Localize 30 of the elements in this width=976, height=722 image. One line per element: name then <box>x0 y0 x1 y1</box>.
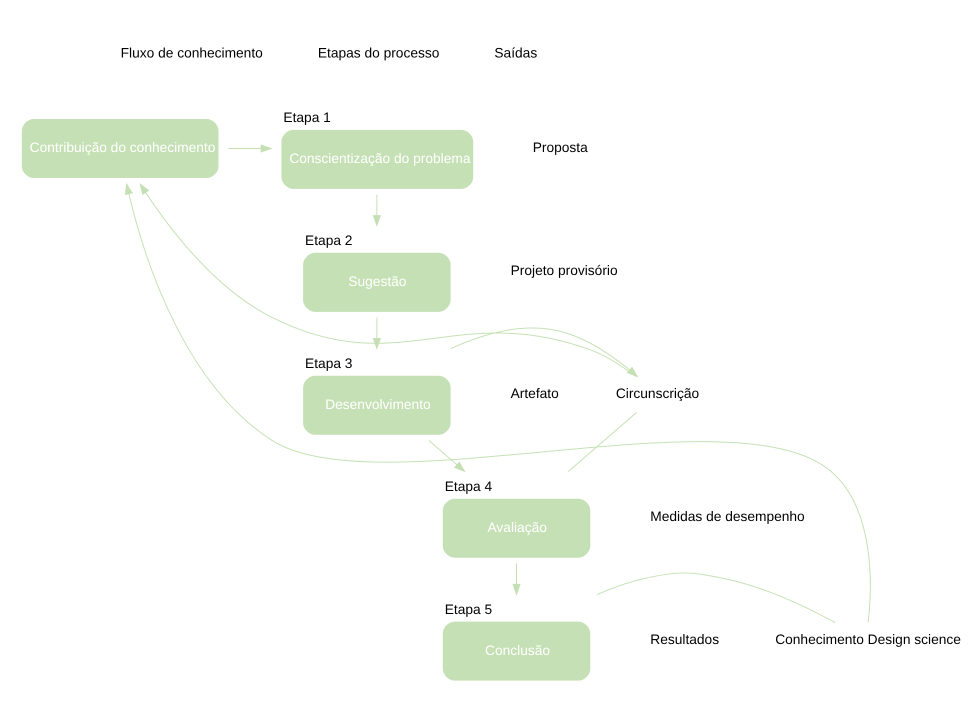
node-label: Etapa 1 <box>283 110 331 126</box>
arrow <box>228 144 273 153</box>
arrow <box>512 562 521 596</box>
label: Proposta <box>532 140 588 156</box>
label: Artefato <box>510 386 559 402</box>
label: Etapas do processo <box>318 45 440 60</box>
node-text: Circunscrição <box>616 386 700 402</box>
node-label: Etapa 5 <box>444 602 492 617</box>
node-label: Etapa 4 <box>444 479 492 494</box>
label: Medidas de desempenho <box>650 509 805 524</box>
node-text: Conhecimento Design science <box>775 632 961 647</box>
node-box: Contribuição do conhecimento <box>22 119 218 178</box>
label: Resultados <box>650 632 720 647</box>
node-box: Conscientização do problema <box>281 130 474 189</box>
arrow <box>428 440 466 472</box>
arrow <box>139 182 636 378</box>
node-box: Conclusão <box>442 622 590 681</box>
arrow <box>372 317 381 350</box>
node-box: Avaliação <box>442 498 590 558</box>
node-label: Etapa 2 <box>305 233 352 248</box>
label: Saídas <box>494 45 538 60</box>
connector <box>568 412 638 472</box>
label: Fluxo de conhecimento <box>120 45 263 60</box>
node-label: Etapa 3 <box>305 356 352 372</box>
arrow <box>124 182 871 624</box>
node-box: Sugestão <box>303 252 451 312</box>
node-box: Desenvolvimento <box>303 376 451 435</box>
connector <box>596 572 836 624</box>
label: Projeto provisório <box>510 263 618 278</box>
arrow <box>372 194 381 227</box>
